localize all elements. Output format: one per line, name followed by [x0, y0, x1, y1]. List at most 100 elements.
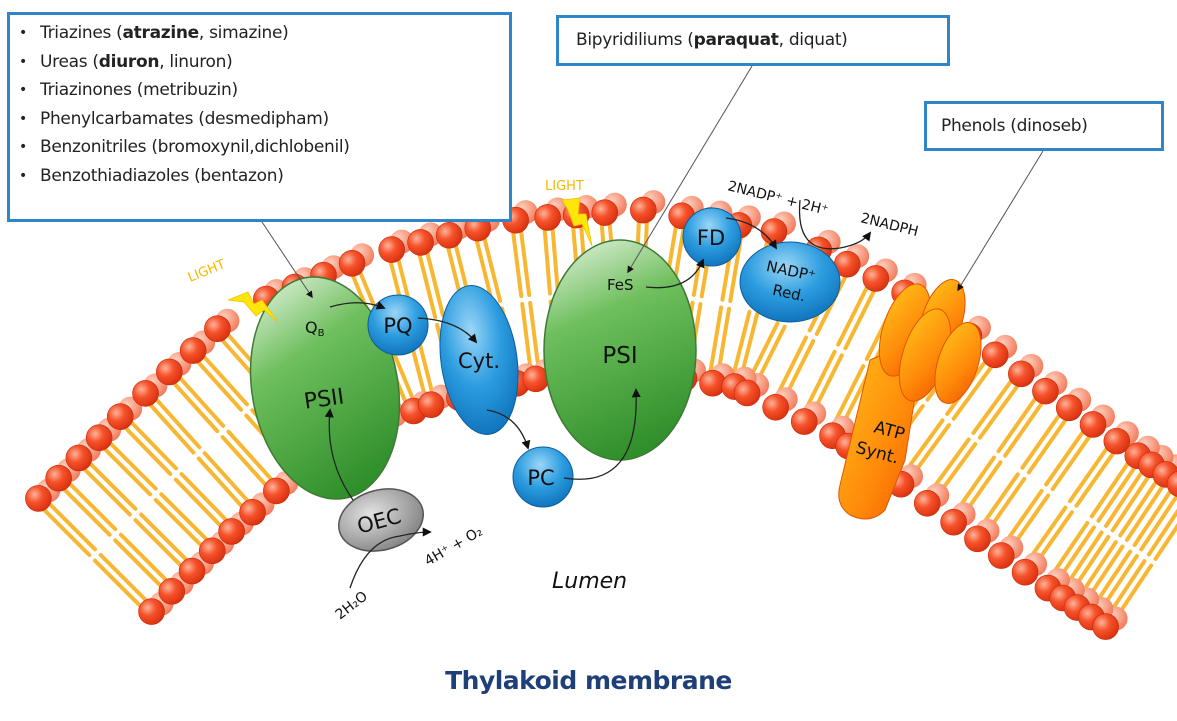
- lipid-tail: [194, 358, 244, 412]
- lipid-tail: [716, 306, 732, 376]
- lipid-tail: [173, 477, 224, 530]
- atp-synthase-complex: ATP Synt.: [838, 279, 982, 520]
- arrow-pq-to-cyt: [417, 317, 478, 344]
- lipid-head: [760, 218, 788, 245]
- lipid-head: [218, 518, 245, 545]
- psii-inhibitor-item: •Benzonitriles (bromoxynil,dichlobenil): [10, 133, 509, 162]
- psii-inhibitor-item: •Ureas (diuron, linuron): [10, 48, 509, 77]
- arrow-water-split: [349, 527, 432, 589]
- lipid-tail: [510, 228, 524, 299]
- lipid-tail: [542, 225, 552, 296]
- electron-flow-arrows: [324, 199, 872, 589]
- lipid-tail: [81, 465, 132, 517]
- psii-inhibitor-item: • Triazinones (metribuzin): [10, 76, 509, 105]
- cyt-complex: Cyt.: [439, 285, 519, 435]
- lipid-tail: [86, 460, 138, 511]
- lipid-tail: [1089, 459, 1131, 519]
- lipid-tail: [66, 480, 118, 532]
- water-label: 2H₂O: [333, 588, 371, 623]
- lipid-tail: [417, 251, 438, 320]
- lipid-tail: [171, 380, 220, 434]
- lipid-tail: [128, 419, 179, 471]
- psi-inhibitor-prefix: Bipyridiliums (: [576, 30, 694, 50]
- lipid-tail: [101, 445, 153, 497]
- lipid-head: [940, 508, 967, 536]
- lipid-tail: [996, 395, 1039, 454]
- lipid-tail: [1146, 508, 1177, 557]
- lipid-tail: [520, 301, 533, 372]
- arrow-fes-to-fd: [645, 258, 705, 289]
- lipid-head: [862, 265, 890, 292]
- psii-inhibitor-item: •Phenylcarbamates (desmedipham): [10, 105, 509, 134]
- lipid-head: [85, 424, 113, 452]
- lipid-tail: [133, 518, 185, 569]
- inhibitor-text: Ureas (: [40, 51, 99, 72]
- lipid-tail: [1153, 523, 1177, 561]
- lipid-tail: [40, 506, 92, 557]
- lipid-tail: [226, 429, 275, 483]
- pc-label: PC: [527, 466, 554, 490]
- lipid-head: [239, 499, 266, 526]
- atp-inhibitor-box: Phenols (dinoseb): [924, 101, 1164, 151]
- psi-label: PSI: [602, 343, 637, 369]
- lipid-head: [338, 249, 366, 277]
- lipid-tail: [98, 553, 150, 604]
- lipid-tail: [708, 305, 724, 375]
- lipid-tail: [1124, 482, 1166, 542]
- bullet-icon: •: [19, 53, 27, 70]
- lipid-tail: [139, 512, 190, 564]
- lipid-tail: [836, 283, 870, 347]
- pointer-psi-inhibitors: [627, 65, 753, 274]
- lipid-head: [178, 557, 206, 585]
- lipid-head: [158, 578, 186, 605]
- lipid-head: [179, 337, 207, 364]
- diagram-title: Thylakoid membrane: [445, 666, 732, 695]
- lipid-head: [1008, 360, 1035, 388]
- inhibitor-text: Triazinones (metribuzin): [40, 80, 238, 101]
- lipid-head: [106, 403, 134, 430]
- fd-label: FD: [697, 226, 725, 250]
- lipid-tail: [1110, 473, 1152, 533]
- lipid-head: [204, 315, 231, 343]
- lipid-head: [25, 485, 52, 512]
- lipid-head: [198, 537, 226, 565]
- lipid-tail: [147, 401, 196, 455]
- lipid-tail: [474, 236, 495, 305]
- psii-inhibitor-item: •Triazines (atrazine, simazine): [10, 19, 509, 48]
- lipid-head: [1166, 470, 1177, 497]
- atp-inhibitor-text: Phenols (dinoseb): [941, 116, 1088, 136]
- lipid-head: [591, 199, 619, 226]
- bullet-icon: •: [19, 25, 27, 41]
- pq-label: PQ: [383, 314, 412, 338]
- lipid-tail: [202, 451, 251, 505]
- arrow-fd-to-nadp: [725, 217, 777, 250]
- lipid-tail: [196, 456, 245, 510]
- pointer-psii-inhibitors: [261, 221, 313, 299]
- lipid-tail: [831, 364, 866, 427]
- lipid-tail: [179, 472, 230, 524]
- light-label-psi: LIGHT: [545, 179, 584, 194]
- lipid-tail: [60, 486, 112, 537]
- arrow-pc-to-psi: [563, 388, 641, 480]
- lipid-head: [1032, 377, 1059, 405]
- psii-inhibitor-list: •Triazines (atrazine, simazine)•Ureas (d…: [10, 19, 509, 191]
- bullet-icon: •: [19, 82, 27, 99]
- lipid-tail: [482, 234, 503, 303]
- lipid-tail: [1067, 445, 1110, 504]
- qb-label: QB: [305, 318, 325, 339]
- nadp-reductase-complex: NADP⁺ Red.: [739, 241, 841, 323]
- arrow-nadph: [798, 199, 872, 250]
- lipid-tail: [1050, 432, 1093, 492]
- lipid-tail: [977, 382, 1021, 440]
- lipid-tail: [177, 374, 226, 428]
- lipid-head: [65, 444, 93, 472]
- inhibitor-text: Triazines (: [40, 23, 123, 43]
- psii-complex: PSII QB: [249, 276, 401, 500]
- pq-complex: PQ: [367, 294, 429, 356]
- pointer-atp-inhibitors: [957, 150, 1044, 292]
- lipid-tail: [951, 363, 995, 421]
- lipid-tail: [774, 335, 809, 399]
- inhibitor-text: Phenylcarbamates (desmedipham): [40, 108, 329, 129]
- lipid-head: [964, 525, 991, 553]
- lipid-tail: [113, 538, 164, 590]
